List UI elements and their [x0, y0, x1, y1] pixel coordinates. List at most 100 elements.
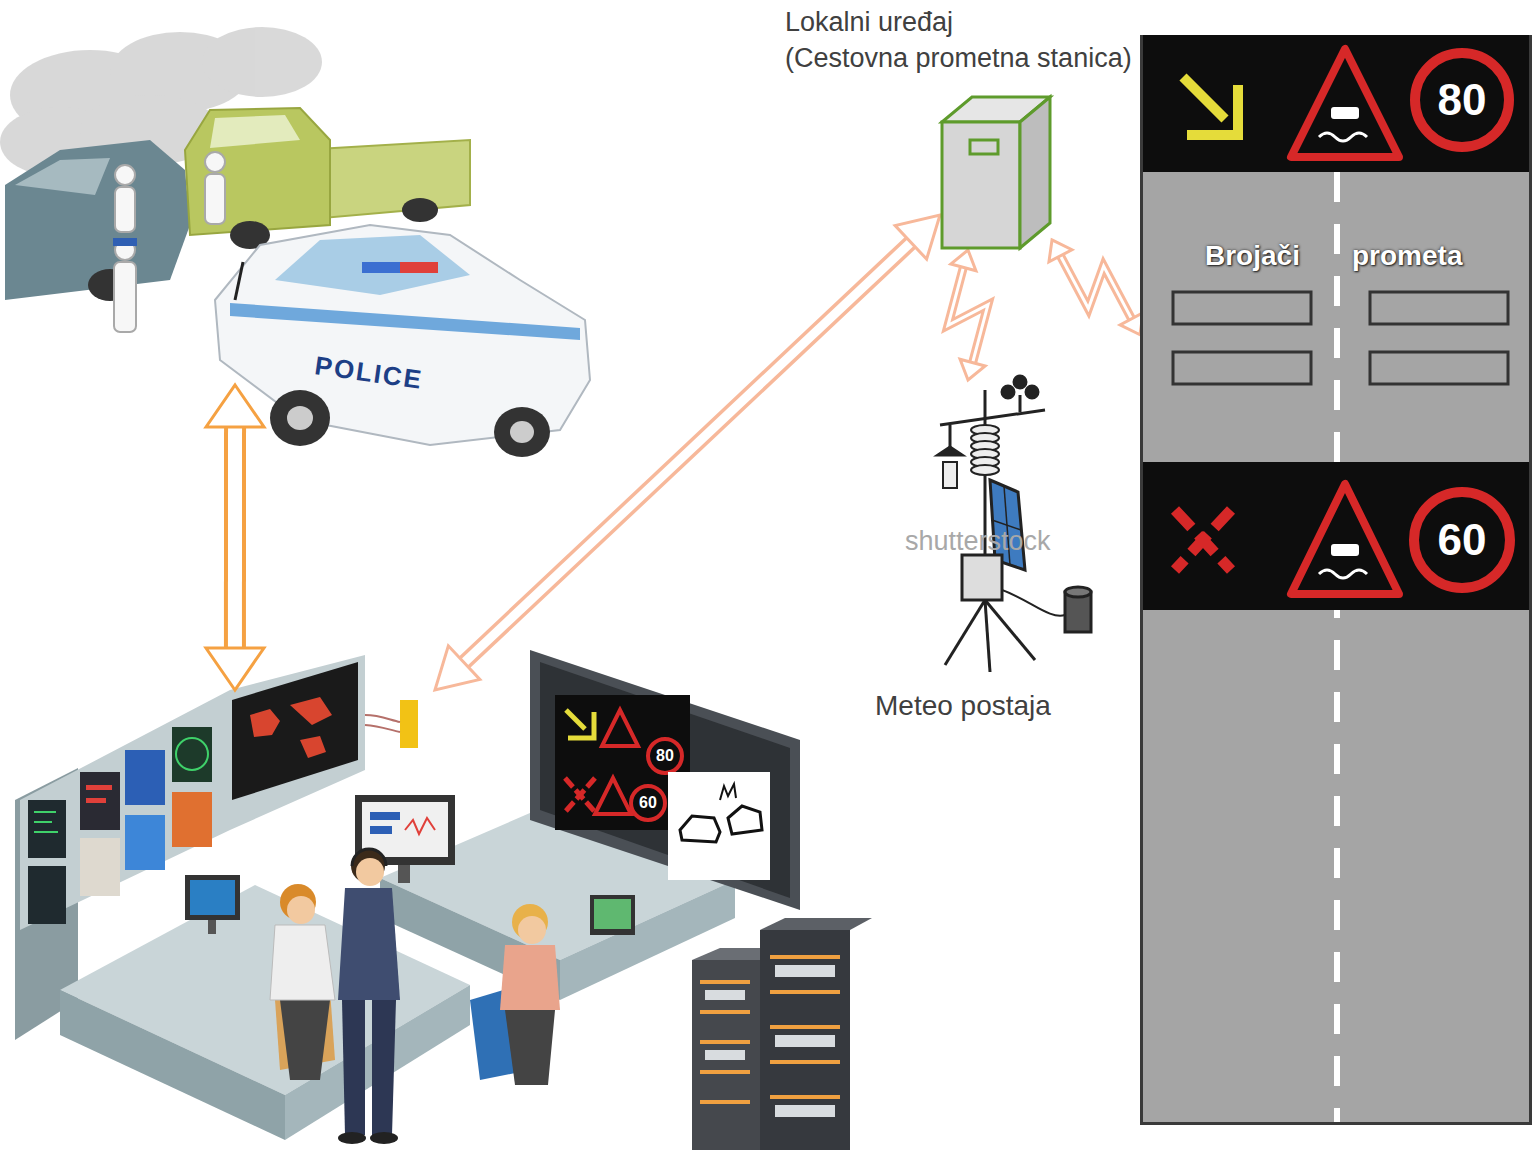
control-room — [34, 821, 52, 823]
control-room — [668, 772, 770, 880]
control-room — [700, 980, 750, 984]
accident-scene — [270, 390, 330, 446]
control-room — [728, 806, 762, 834]
control-room — [770, 1095, 840, 1099]
control-room — [775, 1105, 835, 1117]
control-room — [172, 792, 212, 847]
weather-station — [1002, 590, 1065, 616]
control-room — [365, 715, 400, 732]
control-room — [505, 1010, 555, 1085]
cabinet-icon — [1020, 97, 1050, 248]
accident-scene — [115, 187, 135, 232]
control-room — [398, 865, 410, 883]
control-room — [518, 916, 546, 944]
control-room — [775, 1035, 835, 1047]
control-room — [356, 858, 384, 886]
sign-symbols — [1183, 77, 1225, 119]
arrow-head — [206, 385, 264, 427]
control-room — [60, 990, 285, 1140]
control-room — [370, 812, 400, 820]
accident-scene — [5, 140, 190, 300]
control-room — [700, 955, 840, 1104]
control-room — [594, 899, 631, 929]
road-markings — [1173, 292, 1311, 324]
control-room — [680, 816, 720, 842]
data-link — [435, 215, 940, 690]
road-markings — [1334, 172, 1340, 1122]
sign-symbols — [1415, 53, 1509, 147]
sign-symbols — [1175, 510, 1231, 570]
control-room — [568, 712, 594, 738]
accident-scene — [510, 421, 534, 443]
accident-scene — [230, 303, 580, 340]
road-markings — [1370, 292, 1508, 324]
control-room — [405, 818, 435, 834]
control-room — [208, 920, 216, 934]
road-markings — [1173, 352, 1311, 384]
accident-scene — [287, 406, 313, 430]
connector-outline — [224, 425, 246, 650]
control-room — [631, 786, 665, 820]
control-room — [720, 784, 736, 800]
counter-label: prometa — [1352, 240, 1462, 272]
weather-station — [985, 600, 1035, 660]
accident-scene — [115, 165, 135, 185]
cabinet-icon — [970, 140, 998, 154]
control-room — [86, 785, 112, 790]
control-room — [20, 655, 365, 930]
sign-symbols — [1175, 510, 1231, 570]
control-room — [692, 960, 760, 1150]
control-room — [270, 925, 335, 1000]
control-room — [232, 662, 358, 800]
arrow-head — [435, 646, 480, 690]
roadside-station: Lokalni uređaj(Cestovna prometna stanica… — [940, 95, 1052, 250]
control-room — [250, 697, 332, 758]
control-room — [770, 1025, 840, 1029]
control-room — [700, 1040, 750, 1044]
speed-limit: 60 — [1438, 515, 1487, 565]
control-room — [590, 895, 635, 935]
control-room — [500, 945, 560, 1010]
control-room — [338, 888, 400, 1000]
accident-scene — [114, 262, 136, 332]
accident-scene — [185, 108, 330, 235]
road: Brojačiprometa8060 — [1140, 35, 1532, 1125]
control-center: 8060 — [10, 690, 840, 1150]
station-label: Meteo postaja — [875, 690, 1051, 722]
control-room — [125, 815, 165, 870]
control-room — [648, 739, 682, 773]
weather-station — [962, 555, 1002, 600]
sign-symbols — [1331, 544, 1359, 556]
control-room — [602, 710, 638, 746]
control-room — [566, 710, 585, 729]
control-room — [80, 838, 120, 896]
weather-station: Meteo postaja — [900, 380, 1100, 670]
control-room — [700, 1010, 750, 1014]
connector-outline — [1059, 254, 1132, 321]
accident-scene — [113, 238, 137, 246]
control-room — [372, 1000, 396, 1135]
arrow-head — [951, 250, 976, 271]
cabinet-icon — [940, 95, 1052, 250]
connector-fill — [463, 241, 913, 664]
weather-station — [938, 447, 962, 455]
arrow-head — [895, 215, 940, 259]
connector-fill — [228, 425, 242, 650]
control-room — [125, 750, 165, 805]
watermark: shutterstock — [905, 526, 1051, 557]
weather-station — [940, 410, 1045, 425]
road-markings — [1370, 352, 1508, 384]
weather-station — [1014, 376, 1026, 388]
accident-scene — [202, 27, 322, 97]
control-room — [400, 700, 418, 748]
speed-limit: 80 — [656, 747, 674, 765]
wireless-link — [948, 250, 988, 380]
weather-station — [985, 600, 990, 672]
accident-scene — [402, 198, 438, 222]
sign-symbols — [1331, 107, 1359, 119]
accident-scene — [210, 115, 300, 148]
connector-outline — [948, 265, 988, 364]
arrow-head — [1049, 240, 1072, 262]
control-room — [705, 1050, 745, 1060]
control-room — [760, 930, 850, 1150]
